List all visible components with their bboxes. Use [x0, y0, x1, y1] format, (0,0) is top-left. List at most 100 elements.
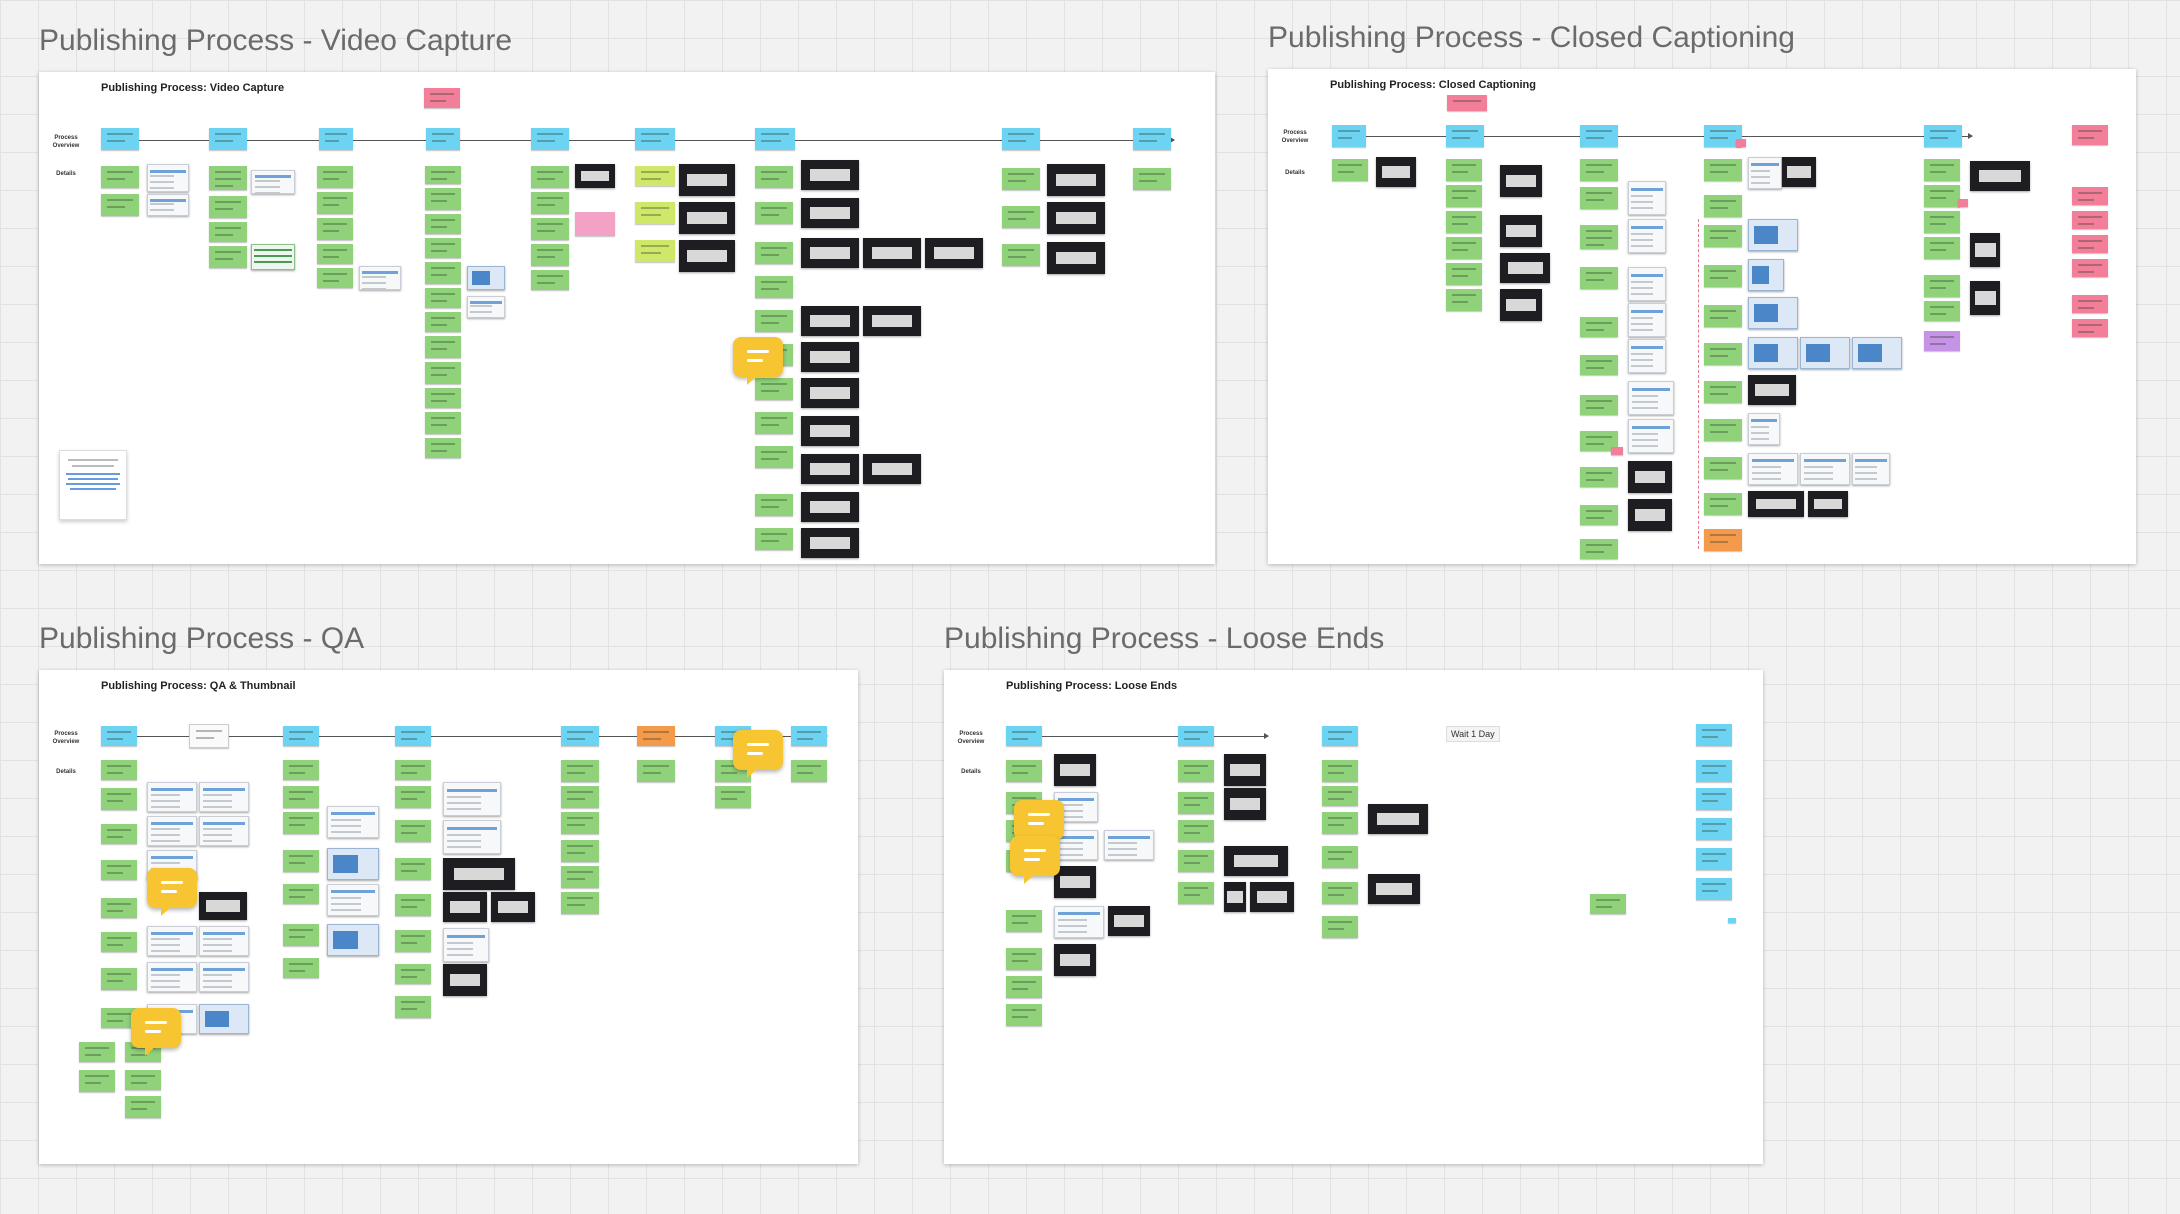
- process-step[interactable]: [319, 128, 353, 150]
- screenshot-thumbnail[interactable]: [327, 884, 379, 916]
- screenshot-thumbnail[interactable]: [863, 306, 921, 336]
- detail-note[interactable]: [317, 192, 353, 214]
- detail-note[interactable]: [101, 166, 139, 188]
- process-step[interactable]: [426, 128, 460, 150]
- detail-note[interactable]: [1322, 846, 1358, 868]
- detail-note[interactable]: [755, 276, 793, 298]
- board-closed-captioning[interactable]: Publishing Process: Closed Captioning Pr…: [1268, 69, 2136, 564]
- detail-note[interactable]: [283, 786, 319, 808]
- process-step[interactable]: [283, 726, 319, 746]
- detail-note[interactable]: [755, 166, 793, 188]
- detail-note[interactable]: [755, 202, 793, 224]
- detail-note[interactable]: [425, 362, 461, 384]
- detail-note[interactable]: [531, 218, 569, 240]
- screenshot-thumbnail[interactable]: [147, 782, 197, 812]
- detail-note[interactable]: [317, 166, 353, 188]
- screenshot-thumbnail[interactable]: [679, 240, 735, 272]
- screenshot-thumbnail[interactable]: [199, 892, 247, 920]
- detail-note[interactable]: [1322, 786, 1358, 806]
- process-step[interactable]: [1580, 125, 1618, 147]
- screenshot-thumbnail[interactable]: [199, 962, 249, 992]
- detail-note[interactable]: [209, 246, 247, 268]
- process-step[interactable]: [1322, 726, 1358, 746]
- sticky-note[interactable]: [1958, 199, 1968, 207]
- screenshot-thumbnail[interactable]: [1748, 491, 1804, 517]
- screenshot-thumbnail[interactable]: [147, 962, 197, 992]
- warning-note[interactable]: [1704, 529, 1742, 551]
- detail-note[interactable]: [125, 1070, 161, 1090]
- detail-note[interactable]: [101, 1008, 137, 1028]
- detail-note[interactable]: [1446, 211, 1482, 233]
- process-step[interactable]: [1924, 125, 1962, 147]
- process-step[interactable]: [1006, 726, 1042, 746]
- detail-note[interactable]: [1002, 206, 1040, 228]
- detail-note[interactable]: [425, 238, 461, 258]
- screenshot-thumbnail[interactable]: [147, 194, 189, 216]
- detail-note[interactable]: [1446, 185, 1482, 207]
- sticky-note[interactable]: [424, 88, 460, 108]
- detail-note[interactable]: [531, 270, 569, 290]
- detail-note[interactable]: [101, 968, 137, 990]
- screenshot-thumbnail[interactable]: [1748, 219, 1798, 251]
- detail-note[interactable]: [755, 528, 793, 550]
- sticky-note[interactable]: [2072, 319, 2108, 337]
- detail-note[interactable]: [561, 892, 599, 914]
- screenshot-thumbnail[interactable]: [1800, 453, 1850, 485]
- screenshot-thumbnail[interactable]: [1108, 906, 1150, 936]
- detail-note[interactable]: [1924, 211, 1960, 233]
- detail-note[interactable]: [283, 958, 319, 978]
- detail-note[interactable]: [1580, 225, 1618, 249]
- sticky-note[interactable]: [1447, 95, 1487, 111]
- process-step[interactable]: [1446, 125, 1484, 147]
- detail-note[interactable]: [635, 166, 675, 186]
- screenshot-thumbnail[interactable]: [327, 848, 379, 880]
- screenshot-thumbnail[interactable]: [863, 454, 921, 484]
- screenshot-thumbnail[interactable]: [1628, 219, 1666, 253]
- process-step[interactable]: [1002, 128, 1040, 150]
- detail-note[interactable]: [531, 192, 569, 214]
- screenshot-thumbnail[interactable]: [443, 858, 515, 890]
- process-step[interactable]: [1696, 760, 1732, 782]
- screenshot-thumbnail[interactable]: [1852, 337, 1902, 369]
- detail-note[interactable]: [425, 412, 461, 434]
- detail-note[interactable]: [1580, 355, 1618, 375]
- screenshot-thumbnail[interactable]: [1376, 157, 1416, 187]
- process-step[interactable]: [209, 128, 247, 150]
- screenshot-thumbnail[interactable]: [1628, 419, 1674, 453]
- process-step[interactable]: [1178, 726, 1214, 746]
- detail-note[interactable]: [79, 1070, 115, 1092]
- detail-note[interactable]: [1178, 792, 1214, 814]
- screenshot-thumbnail[interactable]: [1054, 866, 1096, 898]
- detail-note[interactable]: [1580, 187, 1618, 209]
- screenshot-thumbnail[interactable]: [1500, 289, 1542, 321]
- screenshot-thumbnail[interactable]: [1970, 233, 2000, 267]
- detail-note[interactable]: [635, 202, 675, 224]
- sticky-note[interactable]: [2072, 125, 2108, 145]
- reference-doc-card[interactable]: [59, 450, 127, 520]
- process-step[interactable]: [1728, 918, 1736, 923]
- detail-note[interactable]: [425, 388, 461, 408]
- frame-title-qa[interactable]: Publishing Process - QA: [39, 622, 365, 655]
- detail-note[interactable]: [395, 964, 431, 984]
- process-step[interactable]: [1696, 788, 1732, 810]
- screenshot-thumbnail[interactable]: [1852, 453, 1890, 485]
- screenshot-thumbnail[interactable]: [575, 164, 615, 188]
- screenshot-thumbnail[interactable]: [199, 816, 249, 846]
- detail-note[interactable]: [1446, 289, 1482, 311]
- sticky-note[interactable]: [2072, 211, 2108, 229]
- screenshot-thumbnail[interactable]: [1224, 754, 1266, 786]
- screenshot-thumbnail[interactable]: [1224, 846, 1288, 876]
- detail-note[interactable]: [561, 760, 599, 782]
- detail-note[interactable]: [125, 1096, 161, 1118]
- process-step[interactable]: [1332, 125, 1366, 147]
- detail-note[interactable]: [1580, 467, 1618, 487]
- screenshot-thumbnail[interactable]: [1500, 215, 1542, 247]
- detail-note[interactable]: [101, 824, 137, 844]
- screenshot-thumbnail[interactable]: [1500, 253, 1550, 283]
- detail-note[interactable]: [1924, 237, 1960, 259]
- detail-note[interactable]: [1002, 168, 1040, 190]
- detail-note[interactable]: [1580, 267, 1618, 289]
- detail-note[interactable]: [755, 242, 793, 264]
- process-step[interactable]: [635, 128, 675, 150]
- screenshot-thumbnail[interactable]: [467, 296, 505, 318]
